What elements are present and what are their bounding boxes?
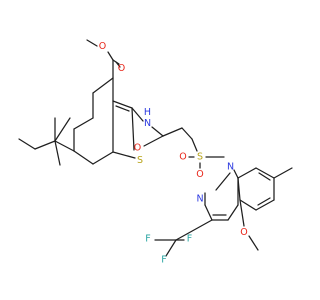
bond-line xyxy=(162,127,183,137)
bond-line xyxy=(258,172,271,181)
methoxy-oxygen-label: O xyxy=(240,227,247,238)
bond-line xyxy=(73,150,94,165)
bond-line xyxy=(92,77,114,94)
bond-line xyxy=(181,127,193,140)
bond-line xyxy=(255,199,275,211)
bond-line xyxy=(215,172,231,191)
amide-nitrogen-label: N xyxy=(144,118,151,129)
amide-oxygen-label: O xyxy=(134,143,141,154)
chemical-structure: O O H N S O O S O N N O F F F xyxy=(18,39,293,266)
bond-line xyxy=(237,167,257,179)
bond-line xyxy=(227,204,239,221)
bond-line xyxy=(175,219,213,241)
ester-oxygen-label: O xyxy=(99,41,106,52)
amide-hydrogen-label: H xyxy=(144,107,151,118)
bond-line xyxy=(151,126,164,137)
bond-line xyxy=(73,117,94,130)
bond-line xyxy=(18,138,36,150)
bond-line xyxy=(86,39,98,47)
bond-line xyxy=(257,197,271,206)
fluorine-left-label: F xyxy=(145,234,150,245)
atom-labels: O O H N S O O S O N N O F F F xyxy=(99,41,248,266)
thiophene-sulfur-label: S xyxy=(137,155,143,166)
bond-line xyxy=(54,140,61,166)
ester-carbonyl-oxygen-label: O xyxy=(118,63,125,74)
bond-line xyxy=(54,140,75,152)
bond-line xyxy=(112,151,136,159)
bond-line xyxy=(233,169,239,179)
fluorine-bottom-label: F xyxy=(161,255,166,266)
pyrimidine-nitrogen-top-label: N xyxy=(227,162,234,173)
bond-line xyxy=(115,61,121,68)
bond-line xyxy=(107,51,114,61)
bond-line xyxy=(239,199,245,227)
sulfonyl-sulfur-label: S xyxy=(197,152,203,163)
bond-line xyxy=(255,167,275,179)
sulfonyl-oxygen-bottom-label: O xyxy=(196,169,203,180)
bond-line xyxy=(115,105,130,112)
bond-line xyxy=(34,140,56,150)
bond-line xyxy=(273,167,293,179)
bond-line xyxy=(237,177,241,201)
bond-line xyxy=(239,199,257,211)
bond-line xyxy=(143,135,164,147)
bond-lines xyxy=(18,39,293,257)
bond-line xyxy=(165,239,177,257)
bond-line xyxy=(112,100,133,109)
bond-line xyxy=(131,107,135,151)
fluorine-mid-label: F xyxy=(187,234,192,245)
sulfonyl-oxygen-left-label: O xyxy=(179,152,186,163)
bond-line xyxy=(248,235,259,251)
bond-line xyxy=(204,204,213,221)
pyrimidine-nitrogen-bottom-label: N xyxy=(196,194,203,205)
bond-line xyxy=(92,151,114,165)
bond-line xyxy=(191,138,198,152)
bond-line xyxy=(131,107,144,122)
bond-line xyxy=(54,117,71,142)
